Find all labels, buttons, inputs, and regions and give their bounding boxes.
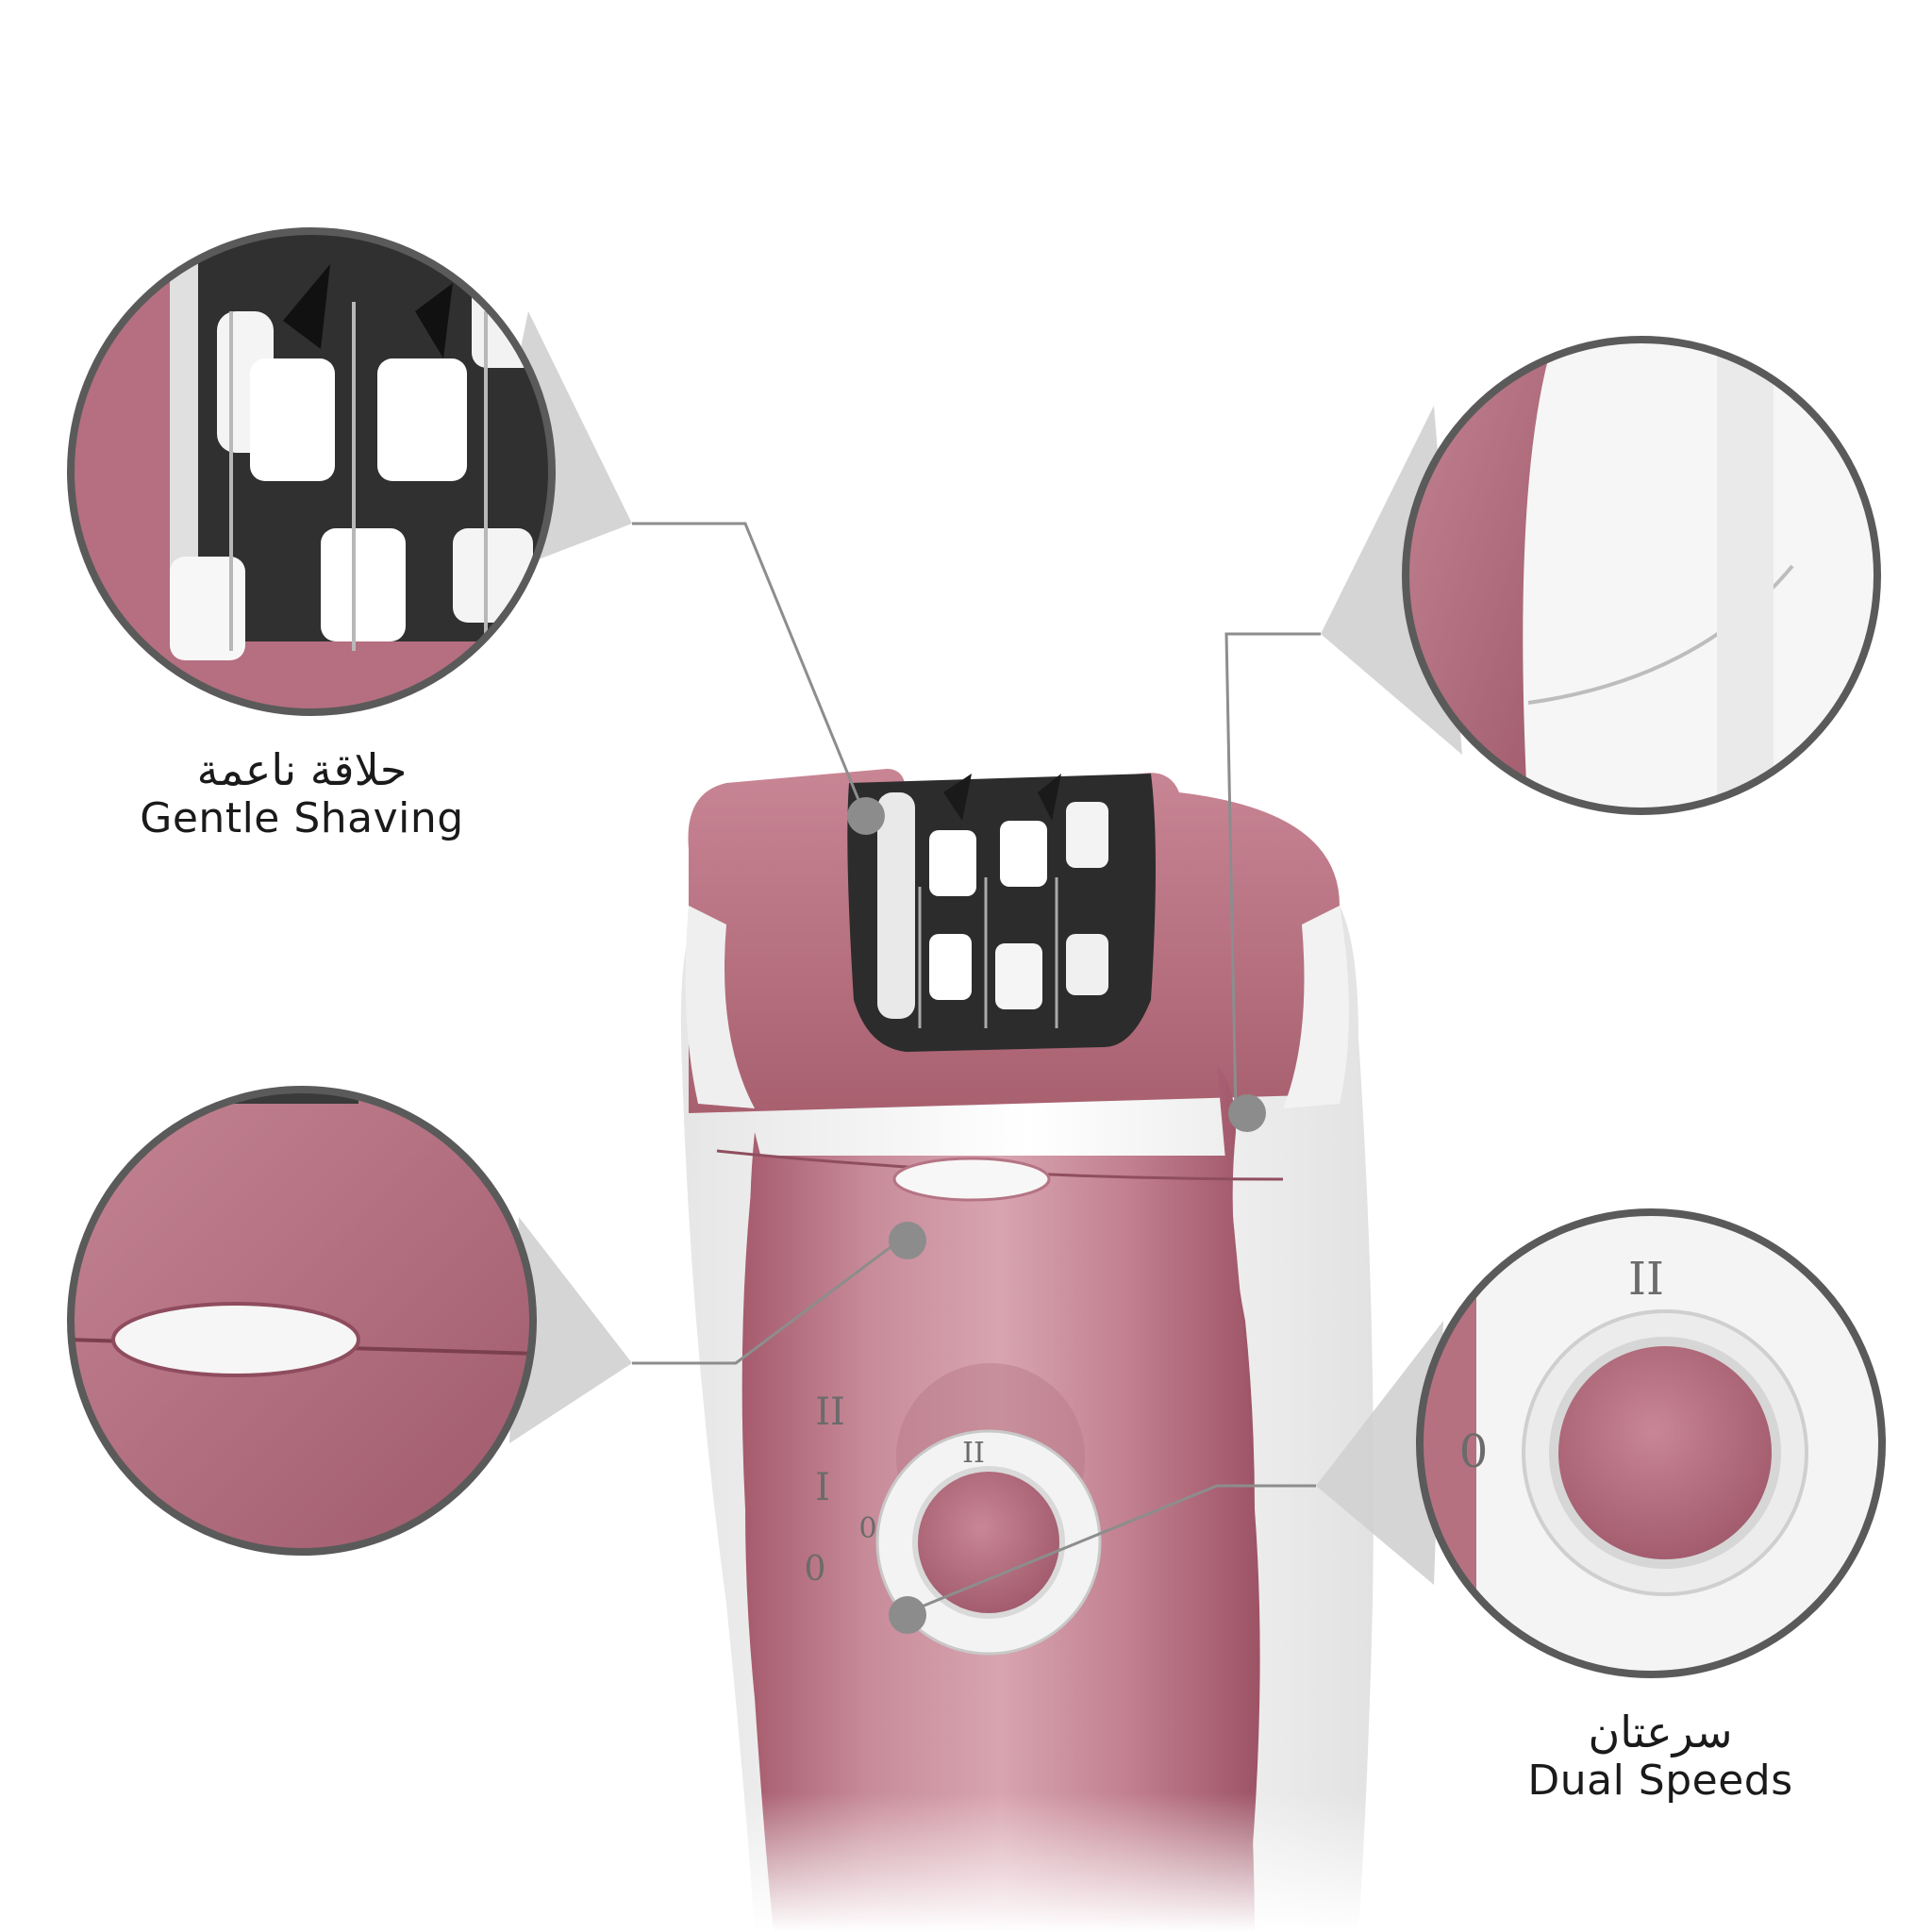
- dial-mark-top: II: [962, 1437, 985, 1470]
- callout-label-gentle-shaving: حلاقة ناعمة Gentle Shaving: [113, 745, 491, 842]
- callout-dot-dial: [889, 1596, 926, 1634]
- pointer-wedge-bottom-right: [1316, 1321, 1443, 1585]
- callout-line-top-left: [632, 522, 865, 812]
- callout-lines: [632, 522, 1321, 1615]
- zoom-circle-release-button: [67, 1086, 537, 1556]
- side-mark-mid: I: [815, 1466, 830, 1509]
- callout-dot-discs: [847, 797, 885, 835]
- gentle-shaving-arabic: حلاقة ناعمة: [196, 744, 408, 795]
- zoom-circle-discs: [67, 227, 556, 716]
- callout-label-dual-speeds: سرعتان Dual Speeds: [1491, 1707, 1830, 1805]
- dual-speeds-arabic: سرعتان: [1588, 1707, 1733, 1757]
- dual-speeds-english: Dual Speeds: [1527, 1756, 1793, 1805]
- dial-mark-left: 0: [858, 1512, 876, 1545]
- epilator-discs: [877, 774, 1108, 1028]
- pointer-wedge-bottom-left: [509, 1217, 632, 1443]
- gentle-shaving-english: Gentle Shaving: [140, 793, 464, 842]
- side-mark-top: II: [815, 1391, 845, 1434]
- speed-dial: [875, 1363, 1102, 1656]
- zoom-mark-top: II: [1628, 1253, 1664, 1306]
- zoom-circle-shell: [1402, 336, 1881, 815]
- epilator-device: [660, 769, 1415, 1932]
- zoom-circle-speed-dial: [1416, 1208, 1886, 1678]
- callout-dot-button: [889, 1222, 926, 1259]
- callout-line-bottom-right: [905, 1484, 1316, 1615]
- callout-dot-shell: [1228, 1094, 1266, 1132]
- zoom-mark-left: 0: [1459, 1425, 1489, 1478]
- callout-line-bottom-left: [632, 1234, 907, 1365]
- callout-line-top-right: [1224, 632, 1321, 1114]
- side-mark-bottom: 0: [805, 1550, 826, 1589]
